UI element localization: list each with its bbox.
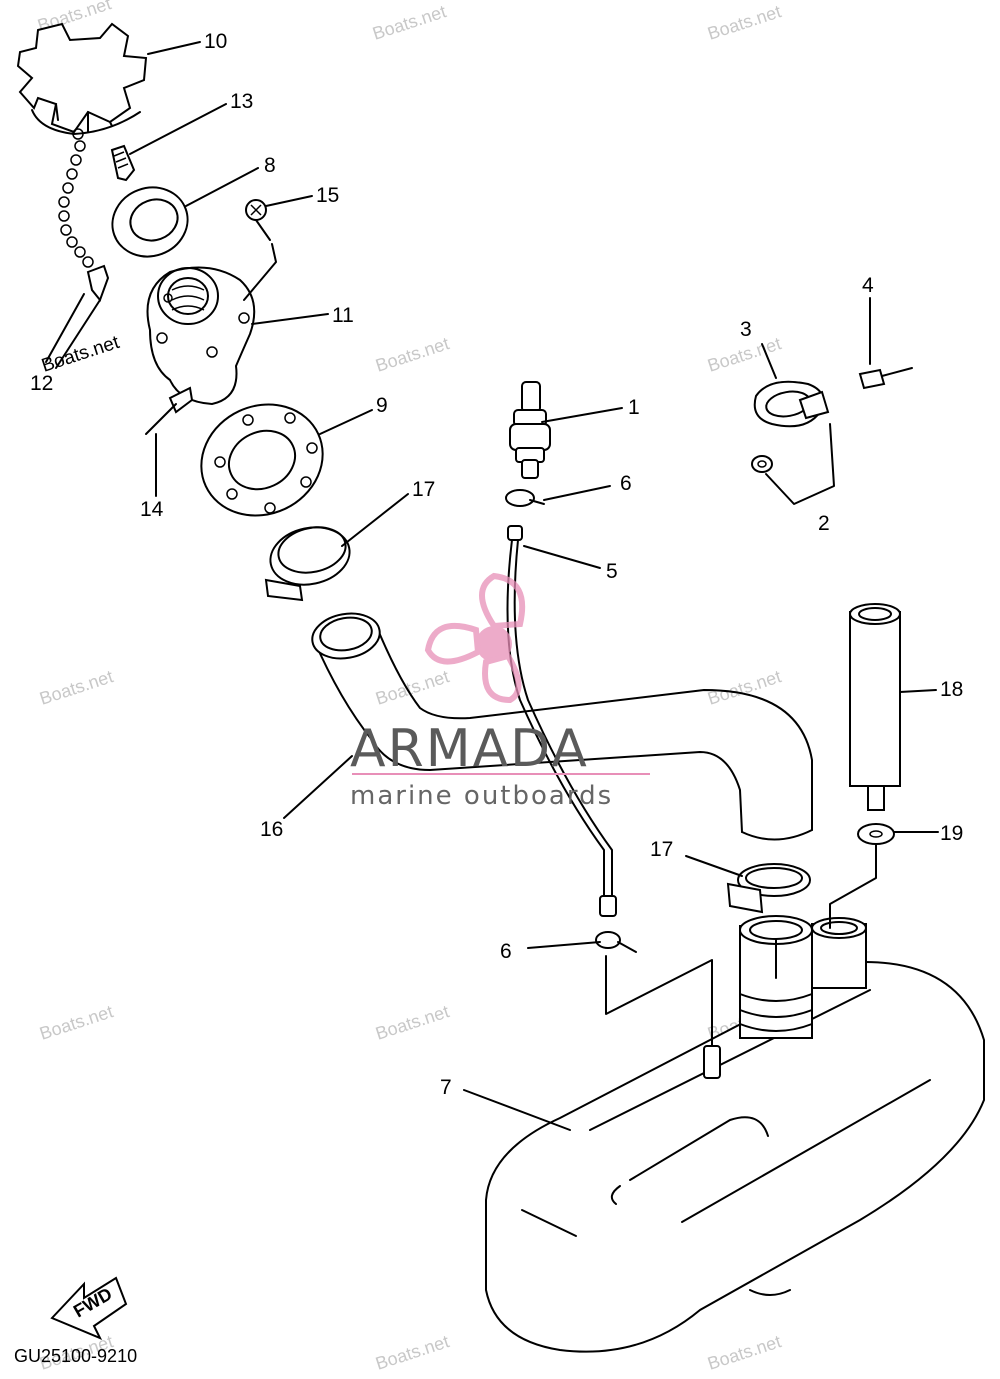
fuel-cap-part [16,22,148,135]
part-label-2: 2 [818,512,830,535]
hose-clip-part-6-top [505,489,545,507]
fwd-arrow-icon: FWD [50,1276,128,1340]
part-label-11: 11 [332,304,354,327]
fuel-line-part-5 [506,525,617,917]
screw-part-15 [245,199,271,241]
part-label-8: 8 [264,154,276,177]
diagram-code: GU25100-9210 [14,1346,137,1366]
brand-tagline: marine outboards [350,781,613,811]
part-label-17-top: 17 [412,478,435,501]
watermark: Boats.net [373,1001,452,1044]
grommet-part-19 [857,823,895,845]
part-label-7: 7 [440,1076,452,1099]
chain-part [58,128,110,303]
watermark: Boats.net [373,666,452,709]
watermark: Boats.net [37,1001,116,1044]
part-label-4: 4 [862,274,874,297]
rivet-part-14 [145,386,194,435]
strap-clip-part-3 [753,380,830,428]
watermark: Boats.net [373,333,452,376]
watermark: Boats.net [705,1331,784,1374]
screw-part-13 [110,144,136,182]
part-label-1: 1 [628,396,640,419]
watermark: Boats.net [373,1331,452,1374]
part-number-labels: 10 13 8 15 11 12 9 14 17 1 6 5 3 4 2 18 … [30,30,963,1099]
propeller-logo [424,572,526,704]
brand-name: ARMADA [350,719,589,779]
part-label-3: 3 [740,318,752,341]
part-label-10: 10 [204,30,227,53]
part-label-6-lower: 6 [500,940,512,963]
washer-part-2 [751,455,773,473]
part-label-16: 16 [260,818,283,841]
hose-clamp-part-17-top [264,526,351,602]
part-label-13: 13 [230,90,253,113]
part-label-12: 12 [30,372,53,395]
part-label-14: 14 [140,498,164,521]
ring-part-8 [111,186,189,258]
part-label-18: 18 [940,678,963,701]
watermark: Boats.net [370,1,449,44]
part-label-5: 5 [606,560,618,583]
vent-tube-part-18 [849,603,901,811]
leader-lines [45,41,939,1131]
hose-clamp-part-17-lower [726,863,811,914]
hose-clip-part-6-lower [595,931,637,953]
part-label-9: 9 [376,394,388,417]
watermark: Boats.net [705,1,784,44]
part-label-15: 15 [316,184,339,207]
fitting-part-1 [509,381,551,479]
filler-hose-part-16 [311,612,813,841]
part-label-6-top: 6 [620,472,632,495]
brand-overlay: ARMADA marine outboards [350,572,650,811]
fuel-tank-part-7 [485,915,985,1353]
part-label-17-lower: 17 [650,838,673,861]
gasket-part-9 [200,403,324,517]
rivet-part-4 [858,367,913,390]
watermark-dark: Boats.net [39,332,123,377]
part-label-19: 19 [940,822,963,845]
filler-neck-part-11 [146,266,256,406]
watermark: Boats.net [37,666,116,709]
